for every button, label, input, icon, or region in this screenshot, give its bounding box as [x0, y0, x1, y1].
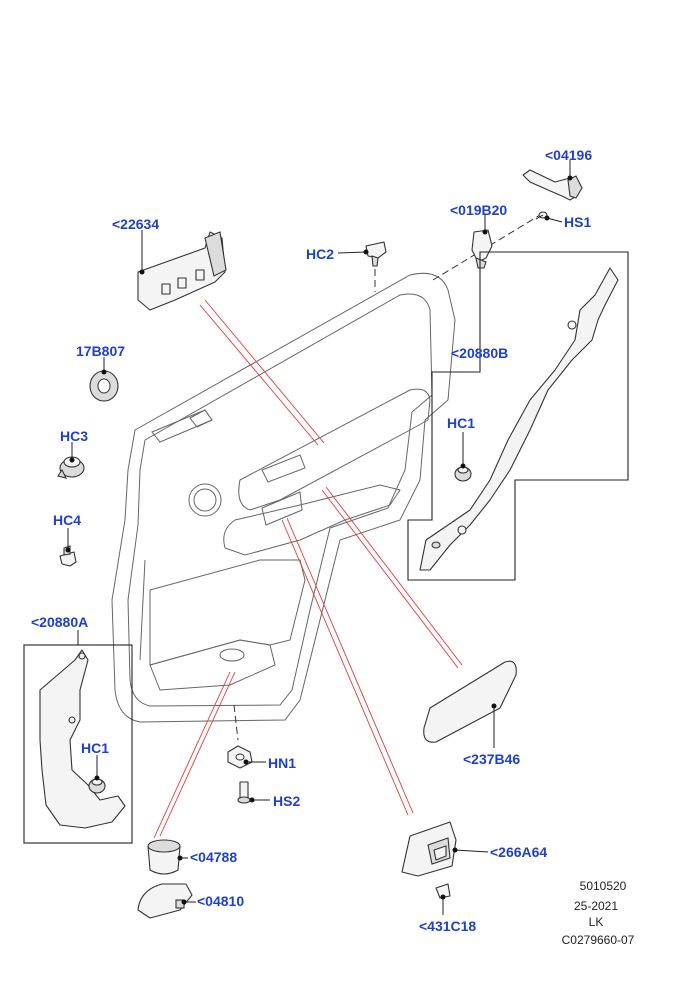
part-04810-cover[interactable]	[137, 883, 193, 919]
part-HS2-screw[interactable]	[237, 781, 251, 804]
part-04788-cup[interactable]	[147, 839, 181, 875]
drawing-info-block: 5010520 25-2021 LK C0279660-07	[562, 879, 635, 947]
label-04810[interactable]: <04810	[197, 893, 244, 909]
label-HS2[interactable]: HS2	[273, 793, 300, 809]
part-HC1-clip-upper[interactable]	[454, 466, 472, 482]
label-HS1[interactable]: HS1	[564, 214, 591, 230]
label-237B46[interactable]: <237B46	[463, 751, 520, 767]
part-17B807-grommet[interactable]	[89, 370, 119, 402]
drawing-region: LK	[589, 915, 604, 929]
label-04788[interactable]: <04788	[190, 849, 237, 865]
label-20880A[interactable]: <20880A	[31, 614, 88, 630]
part-237B46-pad[interactable]	[423, 660, 517, 743]
label-HC4[interactable]: HC4	[53, 512, 81, 528]
part-22634-handle-bracket[interactable]	[137, 231, 227, 311]
label-22634[interactable]: <22634	[112, 216, 159, 232]
part-431C18-insert[interactable]	[435, 883, 451, 899]
part-HN1-nut[interactable]	[227, 745, 253, 769]
drawing-date: 25-2021	[574, 899, 618, 913]
callout-labels: <04196 <019B20 HS1 <22634 HC2 17B807 <20…	[31, 147, 592, 934]
label-04196[interactable]: <04196	[545, 147, 592, 163]
part-266A64-switch-housing[interactable]	[401, 821, 457, 877]
label-431C18[interactable]: <431C18	[419, 918, 476, 934]
label-HC1-lower[interactable]: HC1	[81, 740, 109, 756]
part-20880A-seal[interactable]	[39, 649, 126, 829]
part-20880B-seal[interactable]	[419, 267, 619, 571]
part-019B20-bracket[interactable]	[471, 229, 493, 269]
label-019B20[interactable]: <019B20	[450, 202, 507, 218]
label-HC3[interactable]: HC3	[60, 428, 88, 444]
label-266A64[interactable]: <266A64	[490, 844, 547, 860]
label-HC2[interactable]: HC2	[306, 246, 334, 262]
label-HC1-upper[interactable]: HC1	[447, 415, 475, 431]
part-HC1-clip-lower[interactable]	[88, 778, 106, 794]
door-trim-panel	[111, 272, 456, 723]
drawing-number: 5010520	[580, 879, 627, 893]
label-20880B[interactable]: <20880B	[451, 345, 508, 361]
part-04196-release-cable[interactable]	[522, 169, 583, 201]
part-HC2-clip[interactable]	[365, 241, 387, 267]
part-20880B-box	[407, 251, 629, 581]
label-17B807[interactable]: 17B807	[76, 343, 125, 359]
red-leader-lines	[153, 299, 463, 839]
label-HN1[interactable]: HN1	[268, 755, 296, 771]
drawing-reference: C0279660-07	[562, 933, 635, 947]
